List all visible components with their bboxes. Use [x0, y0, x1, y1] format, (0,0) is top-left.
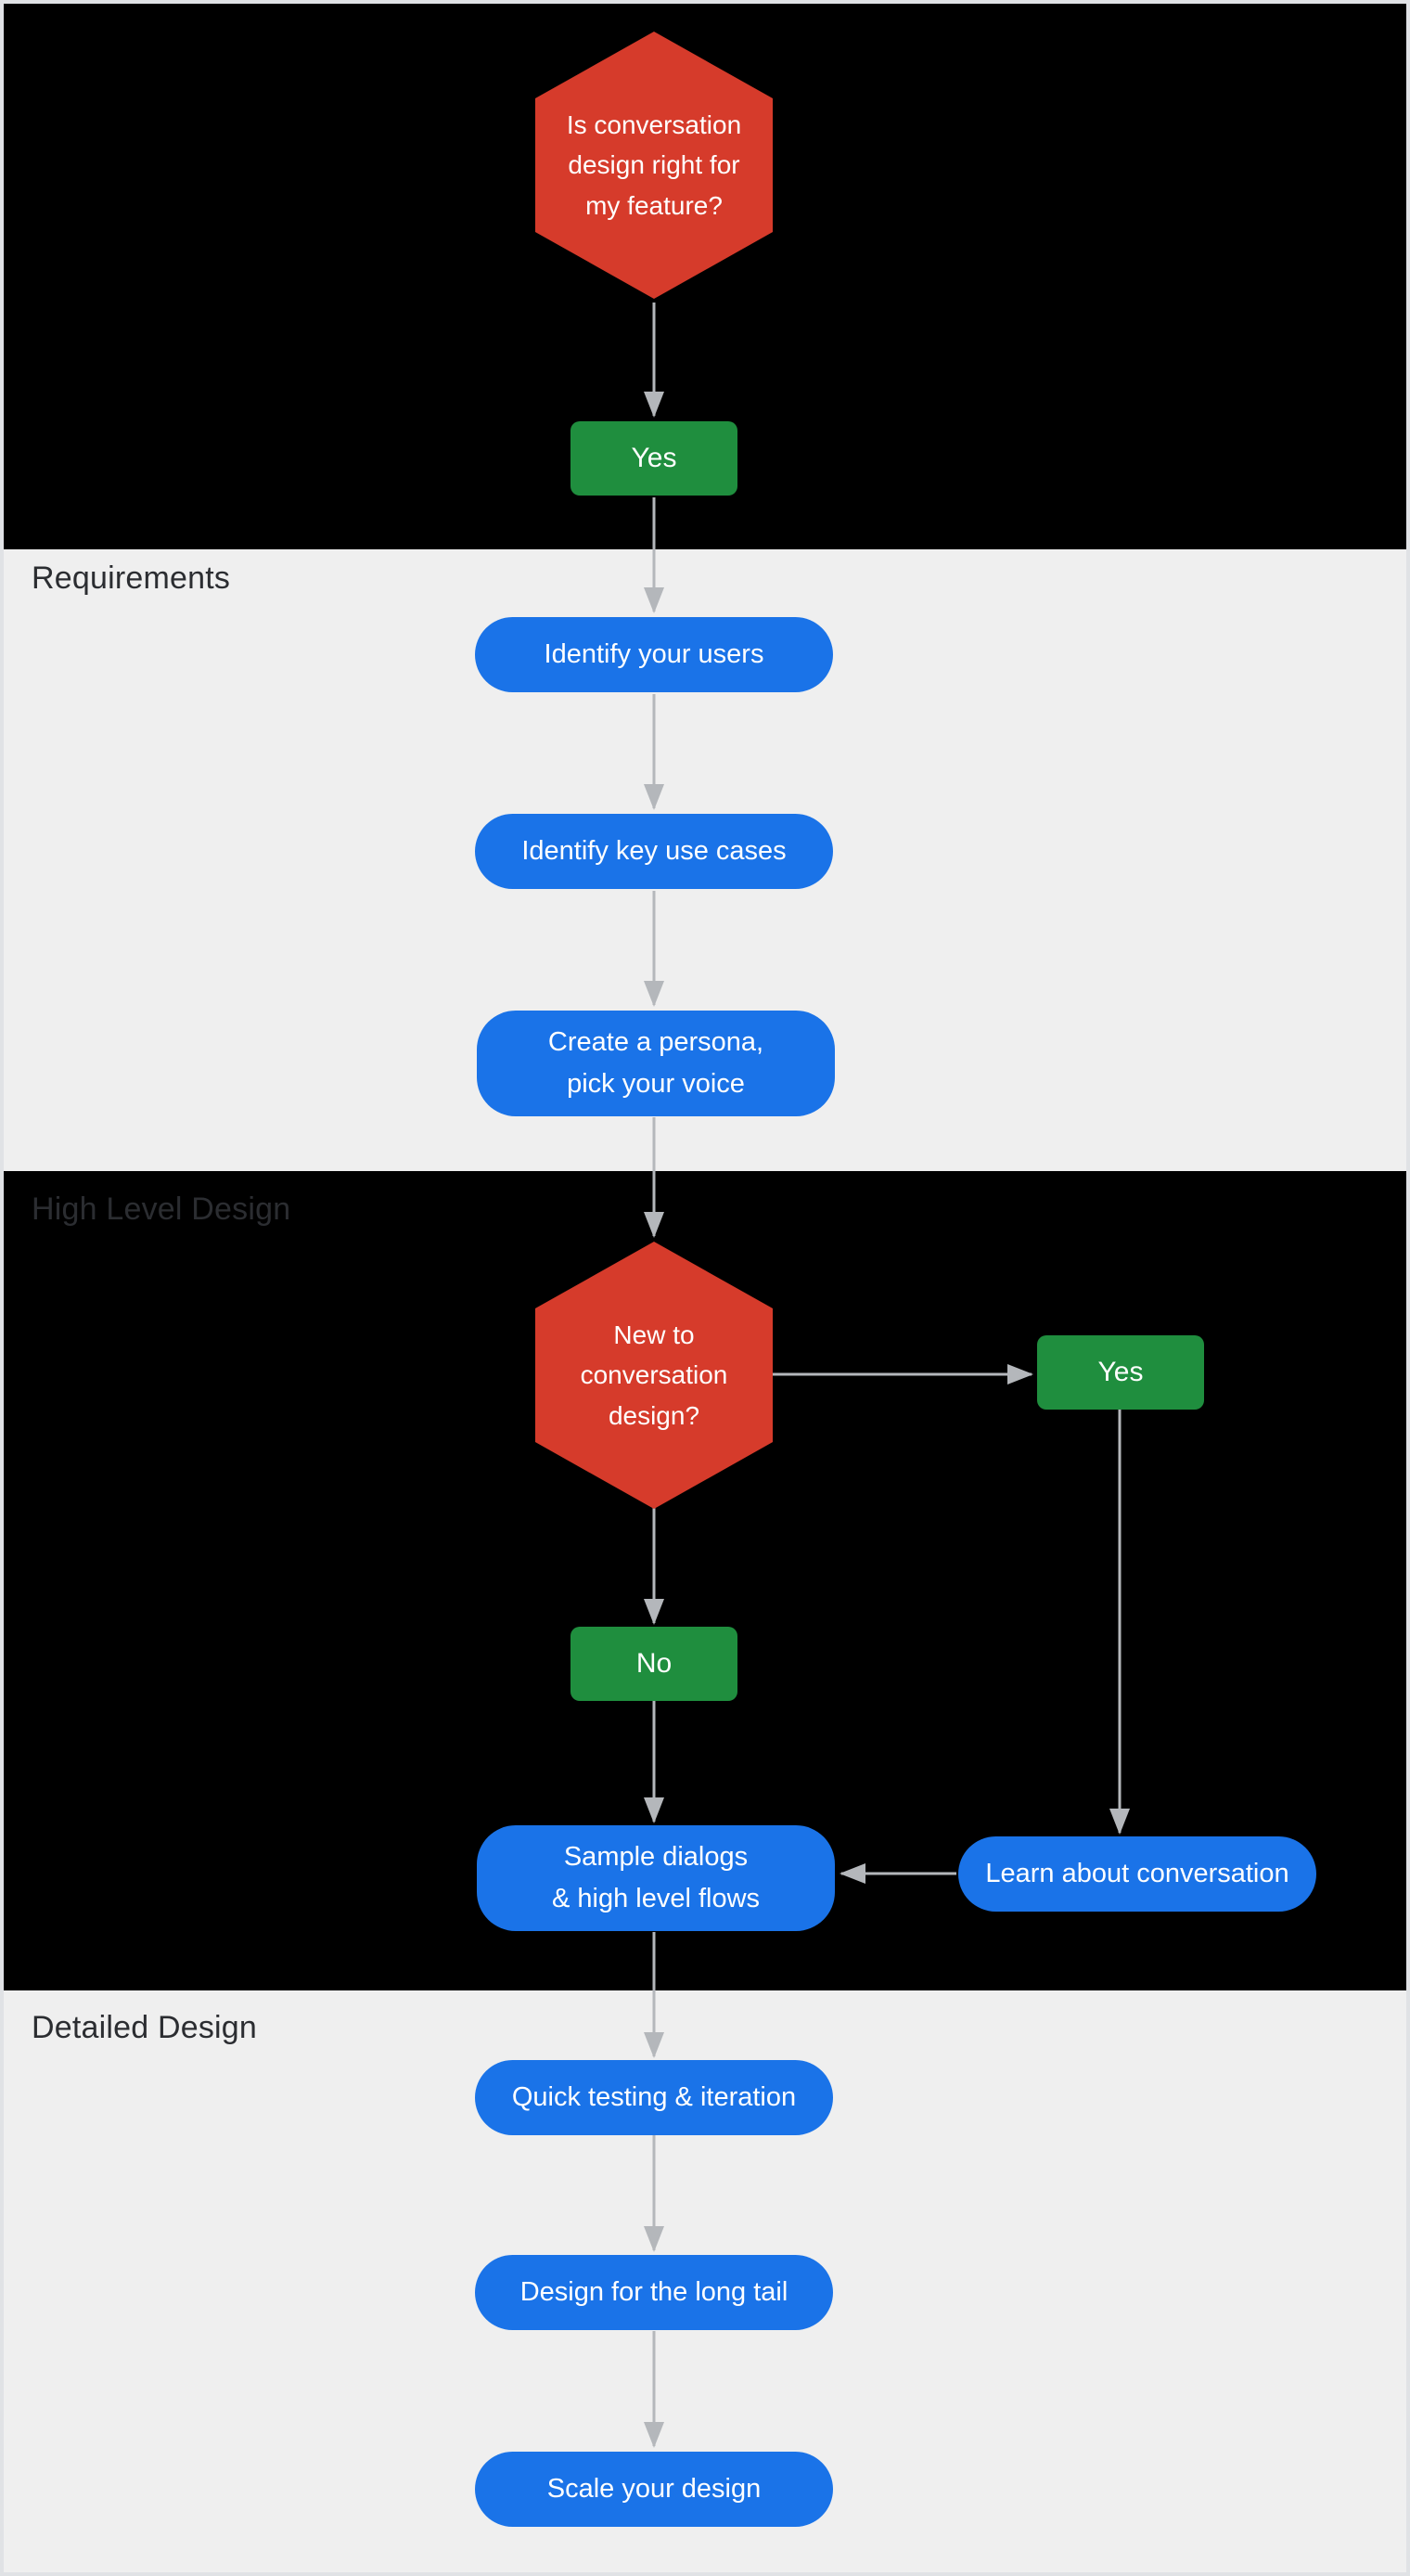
- yes-button-new-to-design-label: Yes: [1097, 1356, 1144, 1387]
- decision-node-new-to-design: New to conversation design?: [535, 1242, 773, 1509]
- step-design-long-tail-label: Design for the long tail: [519, 2277, 788, 2308]
- step-identify-users-label: Identify your users: [544, 639, 764, 670]
- step-quick-testing[interactable]: Quick testing & iteration: [475, 2060, 833, 2135]
- decision-node-feature-fit: Is conversation design right for my feat…: [535, 32, 773, 299]
- step-learn-about-conversation[interactable]: Learn about conversation: [958, 1836, 1316, 1912]
- step-scale-your-design-label: Scale your design: [546, 2474, 762, 2505]
- decision-node-feature-fit-label: Is conversation design right for my feat…: [566, 109, 742, 220]
- no-button-new-to-design[interactable]: No: [570, 1627, 737, 1701]
- step-sample-dialogs[interactable]: Sample dialogs & high level flows: [477, 1825, 835, 1931]
- step-identify-key-use-cases-label: Identify key use cases: [521, 836, 787, 867]
- step-scale-your-design[interactable]: Scale your design: [475, 2452, 833, 2527]
- step-sample-dialogs-label: Sample dialogs & high level flows: [551, 1842, 761, 1913]
- step-create-persona-label: Create a persona, pick your voice: [547, 1027, 764, 1099]
- step-learn-about-conversation-label: Learn about conversation: [985, 1859, 1289, 1889]
- section-title-high-level-design: High Level Design: [32, 1191, 291, 1227]
- step-quick-testing-label: Quick testing & iteration: [511, 2082, 797, 2113]
- step-identify-key-use-cases[interactable]: Identify key use cases: [475, 814, 833, 889]
- step-create-persona[interactable]: Create a persona, pick your voice: [477, 1011, 835, 1116]
- yes-button-new-to-design[interactable]: Yes: [1037, 1335, 1204, 1410]
- yes-button-feature-fit[interactable]: Yes: [570, 421, 737, 496]
- section-title-detailed-design: Detailed Design: [32, 2010, 258, 2045]
- step-design-long-tail[interactable]: Design for the long tail: [475, 2255, 833, 2330]
- step-identify-users[interactable]: Identify your users: [475, 617, 833, 692]
- decision-node-new-to-design-label: New to conversation design?: [580, 1320, 728, 1430]
- no-button-new-to-design-label: No: [635, 1647, 673, 1679]
- yes-button-feature-fit-label: Yes: [631, 442, 677, 473]
- section-title-requirements: Requirements: [32, 560, 231, 596]
